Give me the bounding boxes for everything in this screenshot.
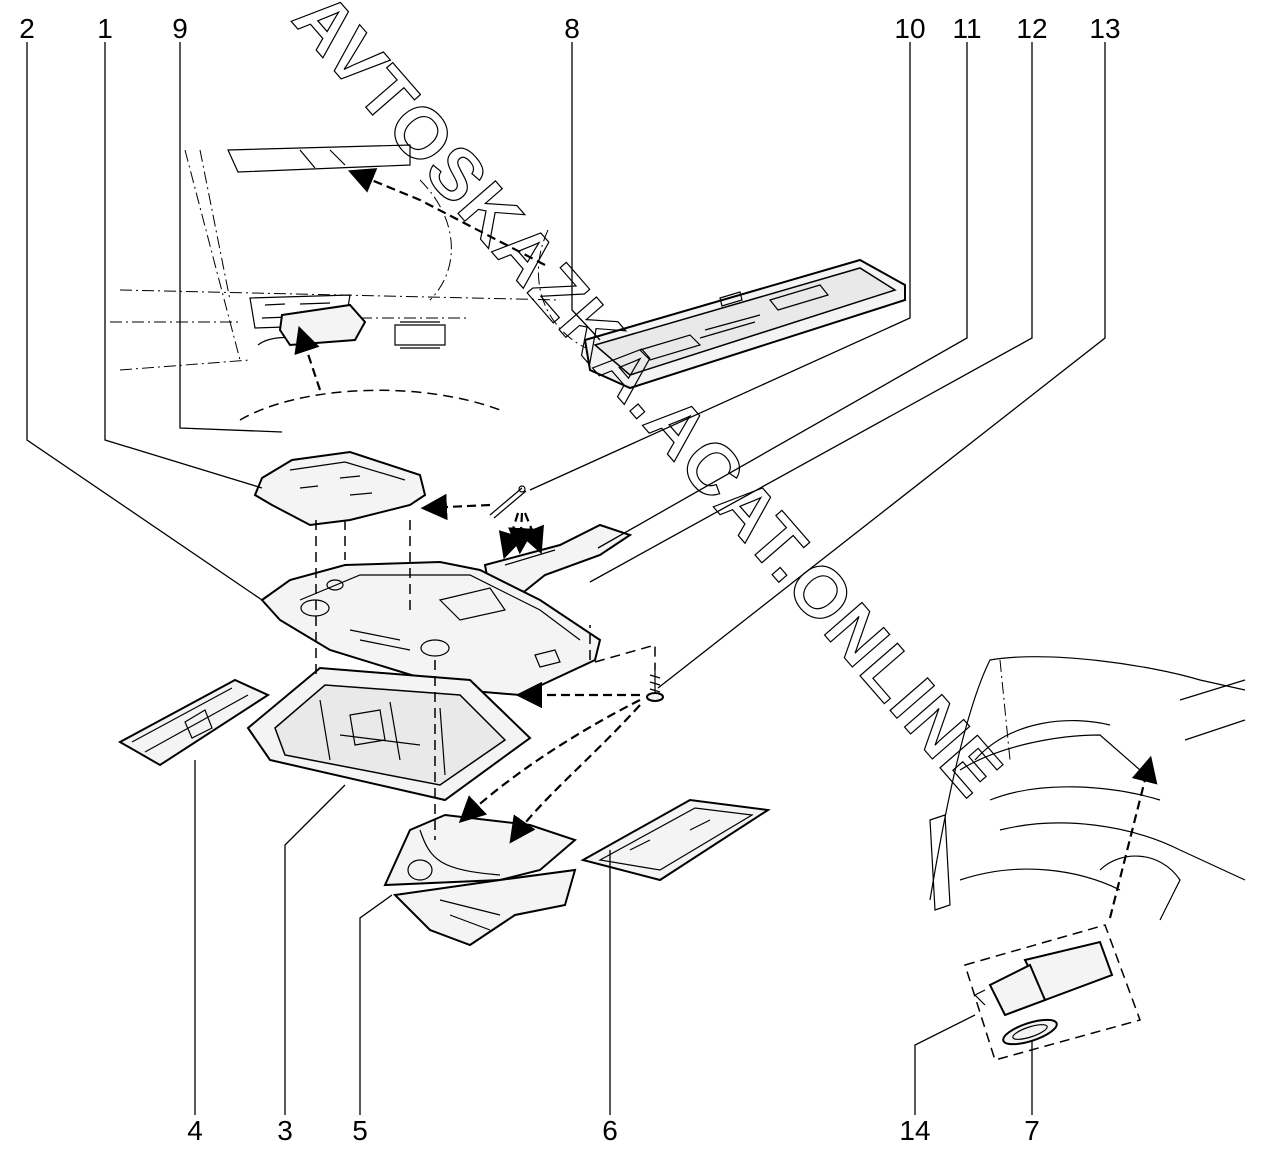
part-2-base-plate: [260, 560, 602, 697]
part-1-bracket: [253, 450, 427, 527]
headliner-outline: [110, 144, 591, 421]
part-6-lens: [580, 798, 771, 882]
vehicle-interior-sketch: [929, 656, 1246, 921]
callout-1: 1: [97, 13, 113, 44]
part-11-pin: [489, 485, 527, 519]
part-8-front-console: [583, 258, 906, 390]
part-9-pad: [278, 303, 367, 347]
leader-lines: [26, 42, 1106, 1115]
part-7-bulb: [1002, 1018, 1058, 1046]
callout-8: 8: [564, 13, 580, 44]
part-4-lens: [117, 678, 271, 767]
part-3-lamp-housing: [246, 666, 532, 802]
callout-13: 13: [1089, 13, 1120, 44]
callout-12: 12: [1016, 13, 1047, 44]
callout-labels: 2 1 9 8 10 11 12 13 4 3 5 6 14 7: [19, 13, 1120, 1146]
part-13-screw: [646, 670, 664, 702]
callout-7: 7: [1024, 1115, 1040, 1146]
callout-6: 6: [602, 1115, 618, 1146]
callout-4: 4: [187, 1115, 203, 1146]
part-5-reading-lamp: [383, 813, 577, 947]
callout-3: 3: [277, 1115, 293, 1146]
callout-5: 5: [352, 1115, 368, 1146]
part-14-rear-lamp: [964, 924, 1141, 1061]
callout-14: 14: [899, 1115, 930, 1146]
assembly-arrows: [294, 168, 1158, 919]
callout-2: 2: [19, 13, 35, 44]
callout-11: 11: [952, 13, 981, 44]
callout-9: 9: [172, 13, 188, 44]
callout-10: 10: [894, 13, 925, 44]
